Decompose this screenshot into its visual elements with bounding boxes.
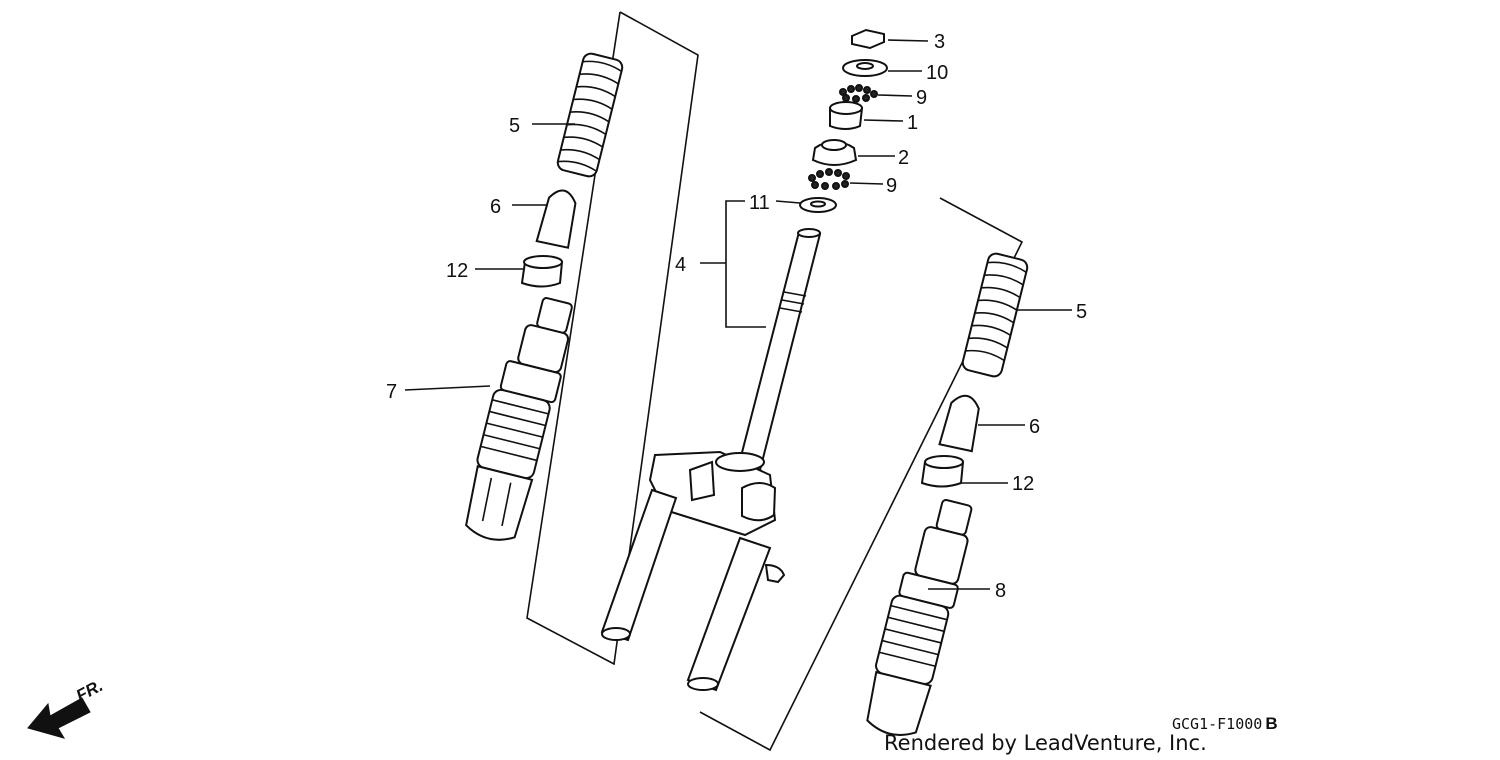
callout-8: 8 [995,580,1006,602]
diagram-code-suffix: B [1265,714,1277,733]
front-direction-arrow: FR. [27,676,106,739]
callout-7: 7 [386,381,397,403]
right-fork-slider [866,498,973,736]
left-spring-seat [535,189,577,249]
leader-lines [404,39,1072,590]
right-collar [920,455,965,488]
callout-9-lower: 9 [886,175,897,197]
callout-11: 11 [749,192,770,214]
bottom-cone-race [799,197,837,213]
top-cone-race [842,59,888,77]
callout-5-right: 5 [1076,301,1087,323]
right-assembly-frame [699,197,1024,752]
steel-balls-upper [839,84,878,103]
steel-balls-lower [808,168,850,190]
right-spring-seat [938,394,980,453]
render-credit: Rendered by LeadVenture, Inc. [884,731,1207,755]
steering-stem [600,228,822,692]
callout-2: 2 [898,147,909,169]
callout-12-right: 12 [1012,473,1034,495]
callout-1: 1 [907,112,918,134]
top-ball-race [829,101,864,130]
diagram-code-main: GCG1-F1000 [1172,715,1262,733]
right-spring [961,252,1029,378]
callout-3: 3 [934,31,945,53]
left-fork-slider [465,297,573,541]
left-collar [520,255,564,288]
left-assembly-frame [526,11,699,666]
callout-10: 10 [926,62,948,84]
left-spring [556,52,624,178]
bottom-ball-race [811,139,858,166]
callout-9-upper: 9 [916,87,927,109]
callout-12-left: 12 [446,260,468,282]
callout-4: 4 [675,254,686,276]
front-arrow-icon [27,697,91,739]
callout-6-left: 6 [490,196,501,218]
callout-5-left: 5 [509,115,520,137]
lock-nut [851,28,885,50]
callout-6-right: 6 [1029,416,1040,438]
